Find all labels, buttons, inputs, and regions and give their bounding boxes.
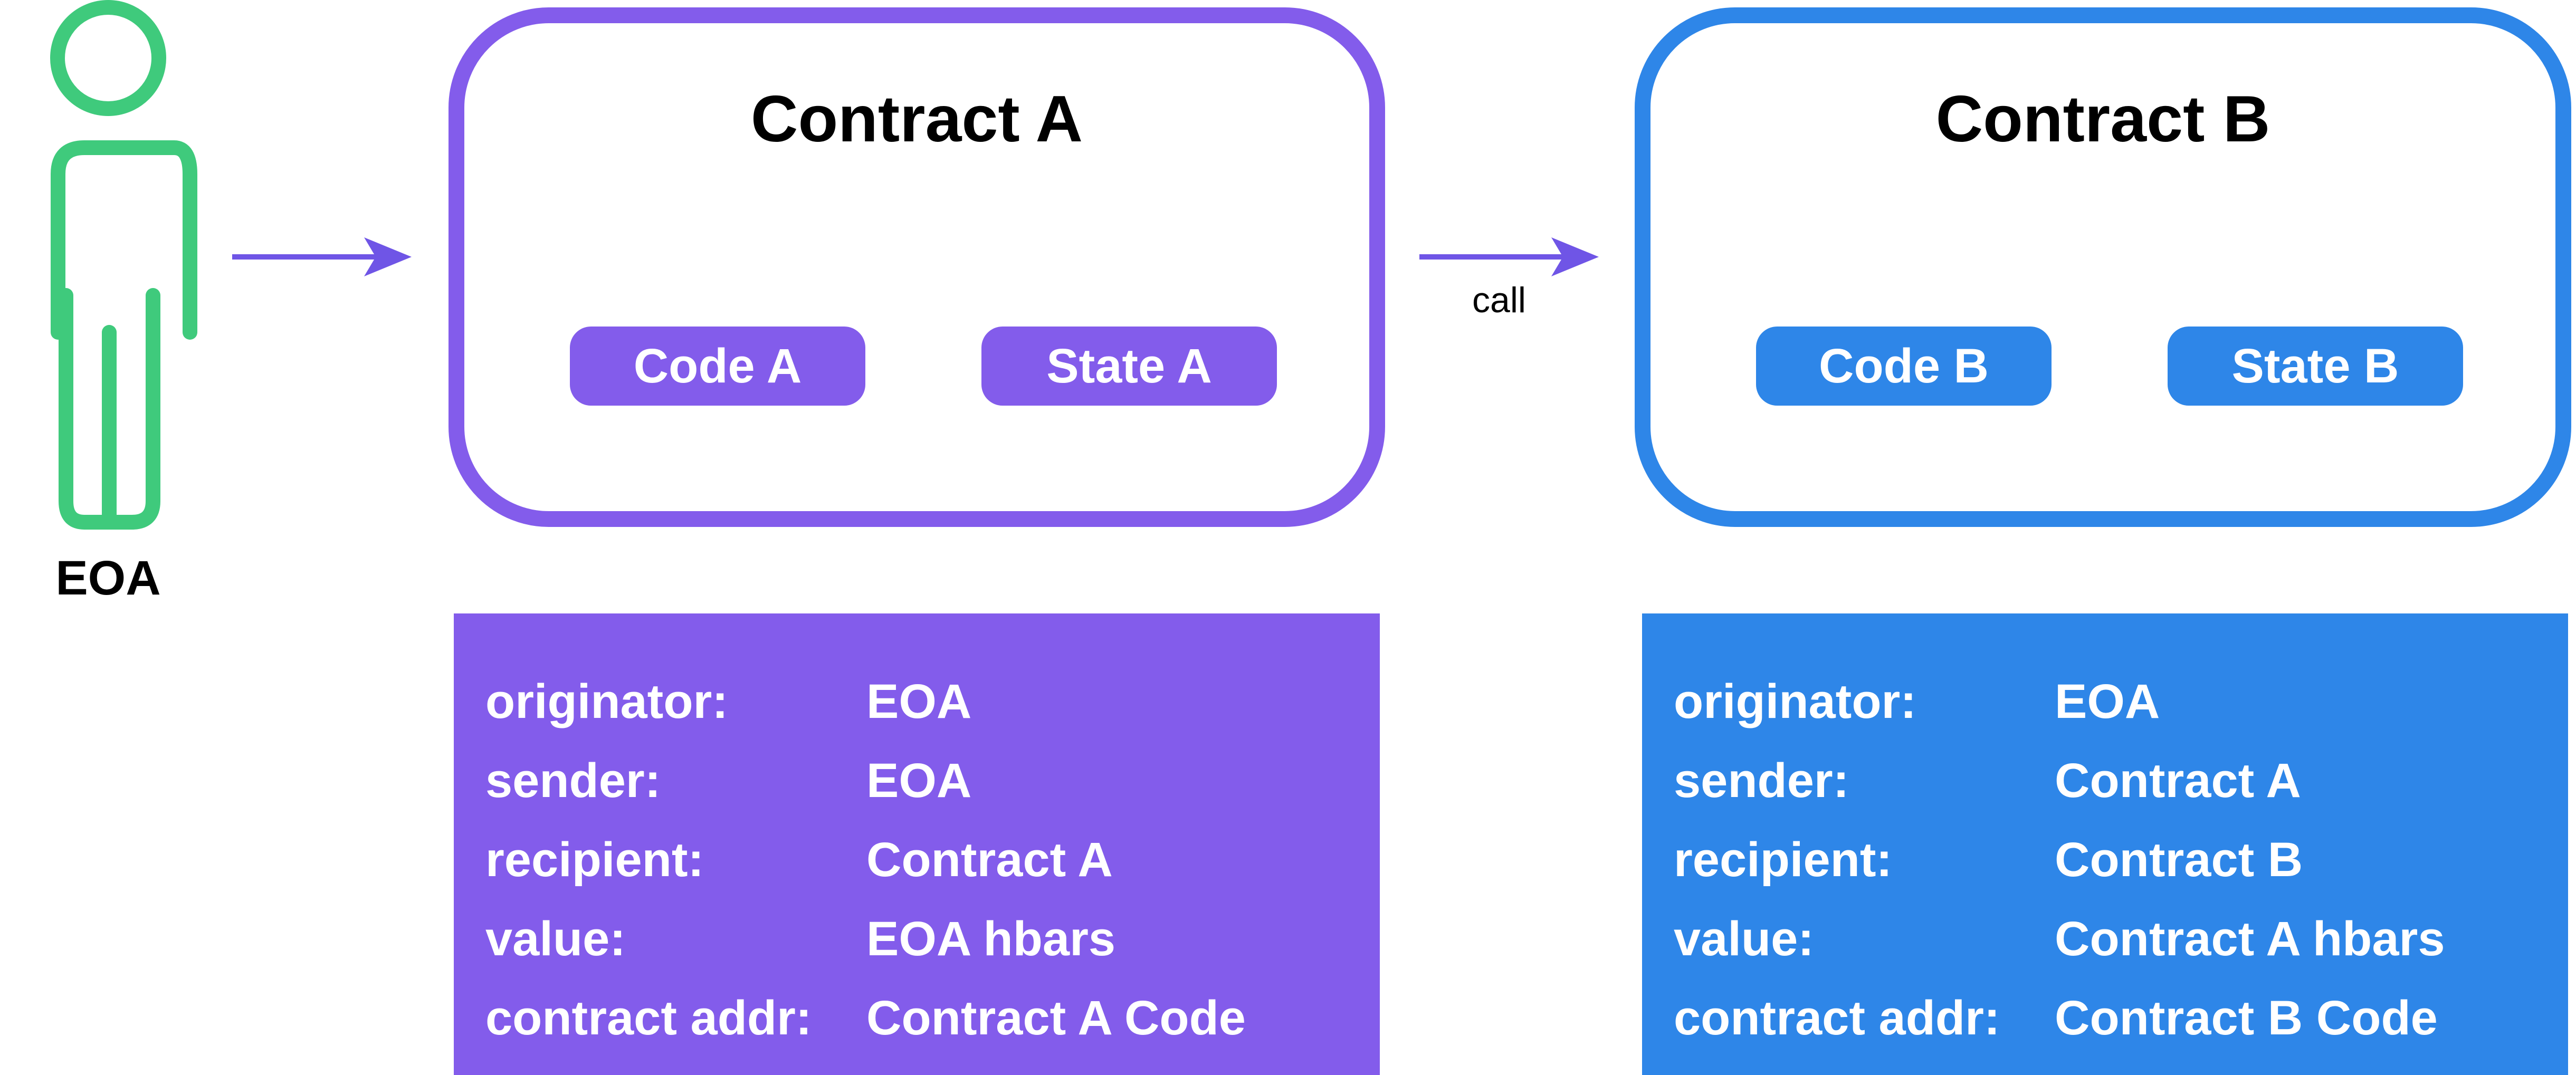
info-value: EOA hbars	[866, 912, 1116, 966]
info-row-contract-addr: contract addr: Contract A Code	[454, 978, 1380, 1058]
info-value: EOA	[866, 675, 972, 728]
info-value: Contract A	[866, 833, 1113, 887]
info-value: Contract A hbars	[2055, 912, 2445, 966]
info-key: sender:	[1674, 754, 1849, 808]
info-value: EOA	[866, 754, 972, 808]
info-row-originator: originator: EOA	[1642, 662, 2568, 741]
info-row-contract-addr: contract addr: Contract B Code	[1642, 978, 2568, 1058]
info-row-value: value: EOA hbars	[454, 899, 1380, 978]
info-key: value:	[1674, 912, 1814, 966]
code-b-pill: Code B	[1756, 327, 2052, 406]
info-key: sender:	[485, 754, 661, 808]
eoa-label: EOA	[55, 551, 161, 605]
call-label: call	[1472, 280, 1526, 320]
info-value: EOA	[2055, 675, 2160, 728]
info-value: Contract A	[2055, 754, 2301, 808]
info-key: contract addr:	[485, 991, 812, 1045]
contract-b-info-panel: originator: EOA sender: Contract A recip…	[1642, 613, 2568, 1075]
state-b-pill: State B	[2168, 327, 2463, 406]
code-a-pill: Code A	[570, 327, 865, 406]
info-value: Contract A Code	[866, 991, 1246, 1045]
info-key: contract addr:	[1674, 991, 2000, 1045]
info-value: Contract B Code	[2055, 991, 2438, 1045]
info-key: value:	[485, 912, 626, 966]
contract-a-box: Contract A Code A State A	[449, 7, 1385, 527]
info-row-originator: originator: EOA	[454, 662, 1380, 741]
info-key: recipient:	[485, 833, 704, 887]
info-key: recipient:	[1674, 833, 1893, 887]
eoa-person-icon	[50, 0, 197, 530]
info-key: originator:	[1674, 675, 1916, 728]
info-value: Contract B	[2055, 833, 2303, 887]
info-row-sender: sender: EOA	[454, 741, 1380, 820]
contract-b-box: Contract B Code B State B	[1635, 7, 2571, 527]
info-row-value: value: Contract A hbars	[1642, 899, 2568, 978]
contract-a-info-panel: originator: EOA sender: EOA recipient: C…	[454, 613, 1380, 1075]
info-row-sender: sender: Contract A	[1642, 741, 2568, 820]
info-row-recipient: recipient: Contract B	[1642, 820, 2568, 899]
contract-a-title: Contract A	[750, 83, 1083, 156]
state-a-pill: State A	[981, 327, 1277, 406]
contract-b-title: Contract B	[1935, 83, 2270, 156]
info-row-recipient: recipient: Contract A	[454, 820, 1380, 899]
info-key: originator:	[485, 675, 728, 728]
